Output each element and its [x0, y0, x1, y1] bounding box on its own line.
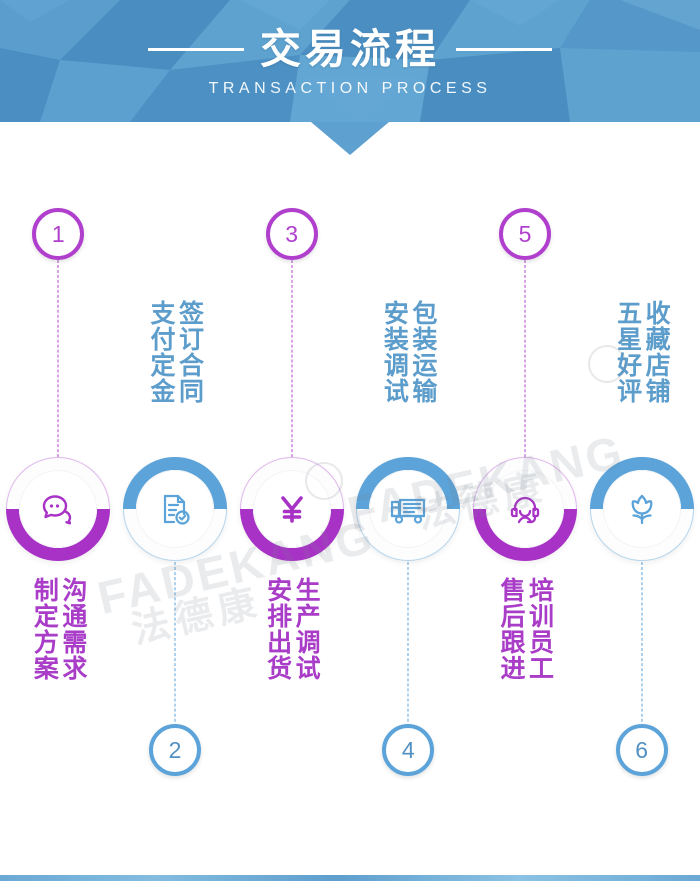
step-icon-ring-3	[239, 457, 344, 561]
process-steps-row: 1 沟通需求 制定方案 2	[0, 122, 700, 862]
step-label-3: 生产调试 安排出货	[263, 577, 321, 681]
step-number-2: 2	[148, 724, 201, 776]
connector-line-6	[641, 562, 643, 742]
icon-holder-1	[19, 470, 98, 548]
step-number-5: 5	[498, 208, 551, 260]
title-rule-left	[148, 47, 244, 51]
header-polygon-background	[0, 0, 700, 122]
process-step-6: 6 收藏店铺 五星好评	[583, 122, 700, 862]
step-label-5: 培训员工 售后跟进	[496, 577, 554, 681]
icon-holder-4	[369, 470, 448, 548]
step-label-2-line-2: 支付定金	[146, 300, 175, 404]
process-step-5: 5 培训员工 售后跟进	[467, 122, 584, 862]
step-label-4-line-1: 包装运输	[408, 300, 437, 404]
step-icon-ring-2	[122, 457, 227, 561]
step-number-3: 3	[265, 208, 318, 260]
contract-document-icon	[163, 494, 190, 525]
step-label-1: 沟通需求 制定方案	[30, 577, 87, 681]
header-notch-triangle	[311, 122, 389, 155]
step-label-2: 签订合同 支付定金	[146, 300, 204, 404]
step-icon-ring-6	[589, 457, 694, 561]
step-label-6: 收藏店铺 五星好评	[613, 300, 671, 404]
connector-line-5	[524, 260, 526, 482]
step-icon-ring-1	[6, 457, 111, 561]
step-label-3-line-2: 安排出货	[263, 577, 292, 681]
page-title: 交易流程	[260, 25, 440, 72]
step-label-5-line-1: 培训员工	[525, 577, 554, 681]
process-step-2: 2 签订合同 支付定金	[117, 122, 234, 862]
title-rule-right	[456, 47, 552, 51]
icon-holder-5	[485, 470, 564, 548]
step-number-4: 4	[382, 724, 435, 776]
footer-accent-bar	[0, 875, 700, 881]
process-step-1: 1 沟通需求 制定方案	[0, 122, 117, 862]
step-label-3-line-1: 生产调试	[292, 577, 321, 681]
page-subtitle: TRANSACTION PROCESS	[208, 79, 492, 97]
headset-support-icon	[510, 496, 540, 524]
header-banner: 交易流程 TRANSACTION PROCESS	[0, 0, 700, 122]
yen-currency-icon	[280, 496, 303, 523]
chat-bubble-icon	[43, 495, 72, 525]
header-title-row: 交易流程	[148, 25, 552, 72]
step-label-1-line-2: 制定方案	[30, 577, 59, 681]
connector-line-1	[57, 260, 59, 482]
step-icon-ring-4	[356, 457, 461, 561]
ring-accent-5	[472, 509, 577, 561]
process-step-4: 4 包装运输 安装调试	[350, 122, 467, 862]
ring-accent-1	[6, 509, 111, 561]
step-label-6-line-1: 收藏店铺	[642, 300, 671, 404]
step-icon-ring-5	[472, 457, 577, 561]
step-label-2-line-1: 签订合同	[175, 300, 204, 404]
step-label-4: 包装运输 安装调试	[380, 300, 437, 404]
ring-accent-2	[122, 457, 227, 509]
icon-holder-3	[252, 470, 331, 548]
step-number-6: 6	[615, 724, 668, 776]
process-step-3: 3 生产调试	[233, 122, 350, 862]
flower-tulip-icon	[631, 494, 653, 525]
ring-accent-6	[589, 457, 694, 509]
connector-line-3	[291, 260, 293, 482]
icon-holder-2	[135, 470, 214, 548]
connector-line-4	[407, 562, 409, 742]
ring-accent-3	[239, 509, 344, 561]
delivery-truck-icon	[391, 498, 426, 524]
step-label-6-line-2: 五星好评	[613, 300, 642, 404]
icon-holder-6	[602, 470, 681, 548]
ring-accent-4	[356, 457, 461, 509]
step-number-1: 1	[32, 208, 85, 260]
step-label-4-line-2: 安装调试	[380, 300, 409, 404]
step-label-1-line-1: 沟通需求	[58, 577, 87, 681]
connector-line-2	[174, 562, 176, 742]
step-label-5-line-2: 售后跟进	[496, 577, 525, 681]
